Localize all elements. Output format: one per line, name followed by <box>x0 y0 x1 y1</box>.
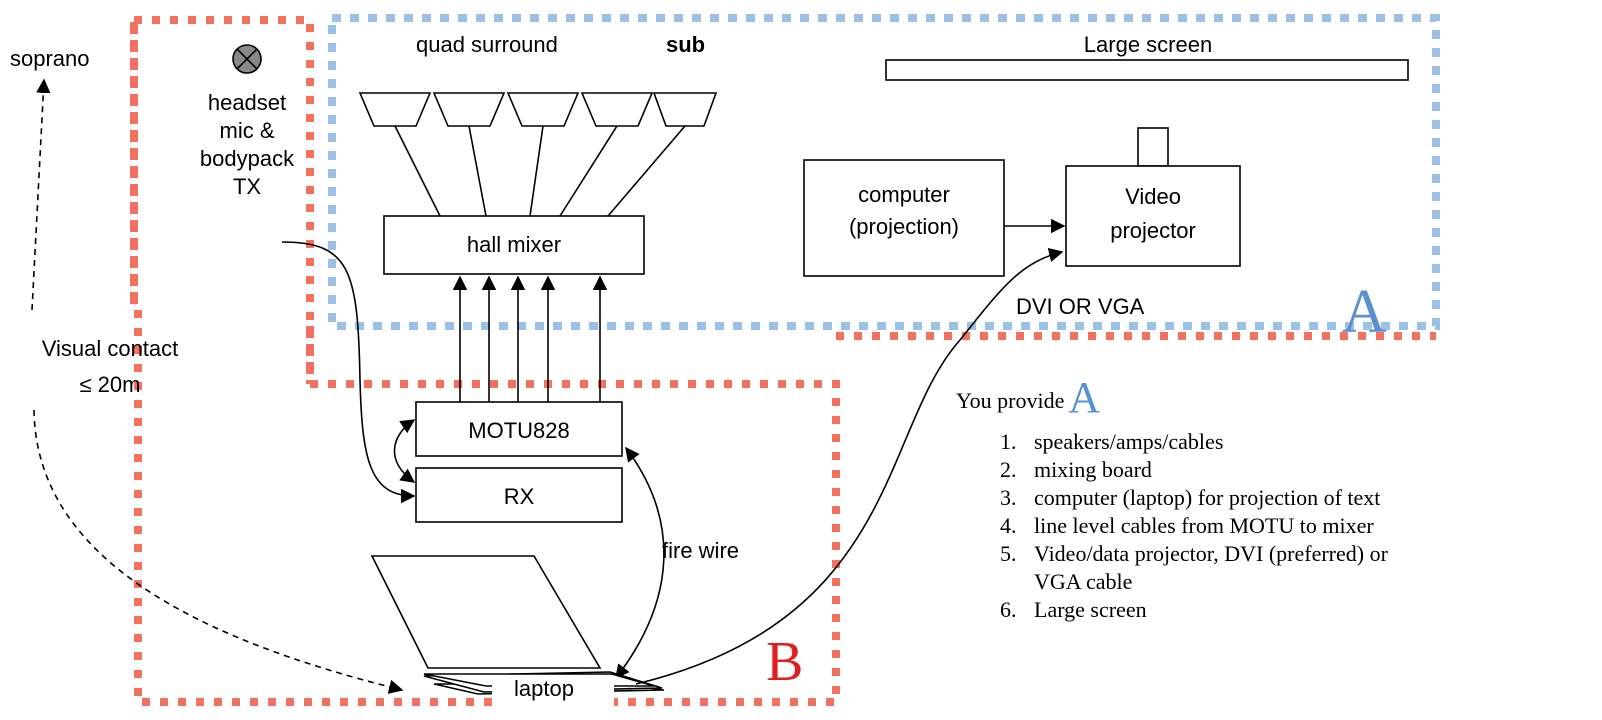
speaker-sub <box>652 92 718 127</box>
fire-wire-cable <box>615 446 665 680</box>
speaker-2 <box>432 92 506 127</box>
computer-line-1: computer <box>858 182 950 207</box>
provide-item-6-num: 6. <box>1000 597 1017 622</box>
projector-line-1: Video <box>1125 184 1181 209</box>
provide-item-5-continued: VGA cable <box>1000 568 1388 596</box>
headset-to-rx-cable <box>281 241 416 504</box>
provide-item-2-text: mixing board <box>1034 457 1152 482</box>
visual-contact-arrow-up <box>31 78 51 311</box>
sub-label: sub <box>666 32 705 57</box>
provide-item-1: 1. speakers/amps/cables <box>1000 428 1388 456</box>
headset-line-1: headset <box>208 90 286 115</box>
large-screen-label: Large screen <box>1084 32 1212 57</box>
provide-item-3-num: 3. <box>1000 485 1017 510</box>
you-provide-letter: A <box>1068 373 1101 422</box>
provide-item-5-text: Video/data projector, DVI (preferred) or <box>1034 541 1388 566</box>
provide-item-6: 6. Large screen <box>1000 596 1388 624</box>
headset-label: headset mic & bodypack TX <box>200 90 295 199</box>
laptop-to-projector-cable <box>635 248 1064 685</box>
provide-item-3-text: computer (laptop) for projection of text <box>1034 485 1381 510</box>
computer-projection-box <box>803 159 1005 277</box>
speaker-cables <box>394 125 686 217</box>
provide-item-5-num: 5. <box>1000 541 1017 566</box>
motu828-box <box>415 401 623 457</box>
zone-a-outline <box>328 14 1440 330</box>
provide-item-1-num: 1. <box>1000 429 1017 454</box>
zone-a-letter: A <box>1342 278 1387 346</box>
zone-b-letter: B <box>766 631 803 693</box>
provide-item-2: 2. mixing board <box>1000 456 1388 484</box>
laptop-screen <box>370 555 602 669</box>
provide-list: 1. speakers/amps/cables 2. mixing board 3.… <box>1000 428 1388 624</box>
provide-item-4-text: line level cables from MOTU to mixer <box>1034 513 1374 538</box>
visual-contact-line-1: Visual contact <box>42 336 179 361</box>
you-provide-heading: You provideA <box>956 372 1100 423</box>
large-screen <box>885 59 1409 81</box>
visual-contact-arrow-down <box>33 409 404 694</box>
speaker-4 <box>580 92 654 127</box>
quad-surround-label: quad surround <box>416 32 558 57</box>
speaker-3 <box>506 92 580 127</box>
rx-label: RX <box>504 484 535 509</box>
line-level-arrows <box>452 275 608 402</box>
microphone-icon <box>232 44 262 74</box>
provide-item-5-text-line-2: VGA cable <box>1034 569 1133 594</box>
provide-item-1-text: speakers/amps/cables <box>1034 429 1224 454</box>
provide-item-6-text: Large screen <box>1034 597 1147 622</box>
headset-line-4: TX <box>233 174 261 199</box>
projector-lens <box>1137 127 1169 167</box>
provide-item-2-num: 2. <box>1000 457 1017 482</box>
laptop-label-bg <box>492 676 614 708</box>
motu828-label: MOTU828 <box>468 418 569 443</box>
visual-contact-line-2: ≤ 20m <box>80 372 141 397</box>
provide-item-3: 3. computer (laptop) for projection of te… <box>1000 484 1388 512</box>
laptop-label: laptop <box>514 676 574 701</box>
computer-line-2: (projection) <box>849 214 959 239</box>
dvi-vga-label: DVI OR VGA <box>1016 294 1145 319</box>
projector-line-2: projector <box>1110 218 1196 243</box>
speakers <box>358 92 718 127</box>
headset-line-2: mic & <box>220 118 275 143</box>
provide-item-4-num: 4. <box>1000 513 1017 538</box>
hall-mixer-box <box>383 215 645 275</box>
rx-motu-link <box>393 419 416 483</box>
fire-wire-label: fire wire <box>662 538 739 563</box>
provide-item-4: 4. line level cables from MOTU to mixer <box>1000 512 1388 540</box>
video-projector-box <box>1065 165 1241 267</box>
rx-box <box>415 467 623 523</box>
you-provide-text: You provide <box>956 388 1065 413</box>
hall-mixer-label: hall mixer <box>467 232 561 257</box>
zone-b-outline-lower <box>130 20 314 384</box>
provide-item-5: 5. Video/data projector, DVI (preferred) … <box>1000 540 1388 568</box>
headset-line-3: bodypack <box>200 146 295 171</box>
speaker-1 <box>358 92 432 127</box>
soprano-label: soprano <box>10 46 90 71</box>
